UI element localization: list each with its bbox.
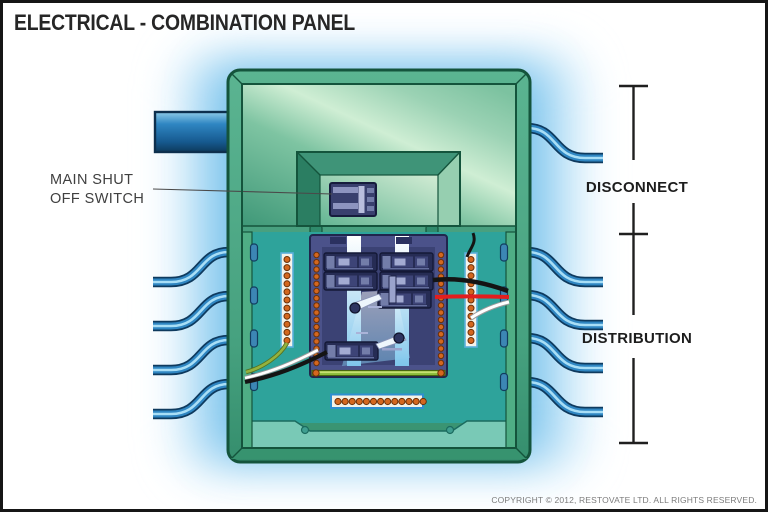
wiring: [244, 232, 510, 385]
service-wire-red: [434, 294, 510, 299]
feed-wire-black: [465, 232, 476, 258]
ground-bus-bar: [311, 369, 446, 377]
cabinet-inner-edge: [241, 83, 517, 449]
main-shut-off-label-line2: OFF SWITCH: [50, 191, 145, 207]
terminal-strip-right: [464, 252, 478, 348]
distribution-section-label: DISTRIBUTION: [581, 330, 693, 347]
main-shut-off-switch: [329, 182, 377, 217]
service-conduit: [153, 110, 233, 154]
disconnect-section-label: DISCONNECT: [585, 179, 689, 196]
bus-lugs: [349, 293, 407, 350]
main-shut-off-label: MAIN SHUT OFF SWITCH: [50, 171, 144, 209]
main-shut-off-label-line1: MAIN SHUT: [50, 172, 134, 188]
branch-wire-black: [244, 350, 328, 385]
breaker-load-center: [309, 234, 448, 378]
page-title: ELECTRICAL - COMBINATION PANEL: [14, 10, 356, 35]
ground-wire-green: [245, 342, 289, 374]
circuit-breakers: [323, 252, 434, 361]
terminal-bar-bottom: [330, 393, 427, 409]
service-wire-white: [470, 300, 510, 320]
neutral-wire-white: [244, 348, 319, 380]
service-wire-black: [432, 277, 509, 294]
copyright-notice: COPYRIGHT © 2012, RESTOVATE LTD. ALL RIG…: [491, 495, 757, 505]
terminal-strip-left: [280, 252, 294, 348]
section-brackets: [619, 84, 648, 445]
switch-recess: [296, 151, 461, 227]
